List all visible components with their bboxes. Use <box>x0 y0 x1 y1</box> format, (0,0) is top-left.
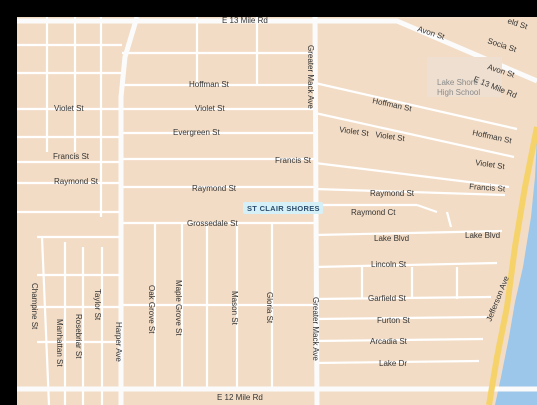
label-grossedale: Grossedale St <box>187 219 238 228</box>
label-lake-blvd-1: Lake Blvd <box>374 234 409 243</box>
school-grounds <box>427 57 502 97</box>
label-raymond-c: Raymond St <box>192 184 237 193</box>
label-e12mile: E 12 Mile Rd <box>217 393 263 402</box>
label-raymond-e: Raymond St <box>370 189 415 198</box>
label-rosebriar: Rosebriar St <box>74 314 83 359</box>
street-labels-horizontal: E 13 Mile Rd E 12 Mile Rd Hoffman St Hof… <box>53 17 529 402</box>
label-maple-grove: Maple Grove St <box>174 280 183 336</box>
label-champine: Champine St <box>30 283 39 330</box>
label-garfield: Garfield St <box>368 294 407 303</box>
lake-water <box>495 137 537 405</box>
label-greater-mack-s: Greater Mack Ave <box>311 297 320 361</box>
city-label-badge <box>243 202 323 214</box>
map-view[interactable]: E 13 Mile Rd E 12 Mile Rd Hoffman St Hof… <box>17 17 537 405</box>
label-school-line2: High School <box>437 88 480 97</box>
minor-roads <box>17 17 518 405</box>
label-francis-e: Francis St <box>469 182 506 194</box>
label-evergreen: Evergreen St <box>173 128 220 137</box>
label-violet-e3: Violet St <box>475 158 506 171</box>
label-raymond-w: Raymond St <box>54 177 99 186</box>
label-school-line1: Lake Shore <box>437 78 478 87</box>
label-greater-mack-n: Greater Mack Ave <box>306 45 315 109</box>
label-arcadia: Arcadia St <box>370 337 408 346</box>
label-harper: Harper Ave <box>114 322 123 362</box>
label-taylor: Taylor St <box>93 289 102 321</box>
label-francis-w: Francis St <box>53 152 90 161</box>
label-hoffman-w: Hoffman St <box>189 80 230 89</box>
label-mason: Mason St <box>230 291 239 326</box>
label-oak-grove: Oak Grove St <box>147 285 156 334</box>
jefferson-ave-road <box>486 126 537 405</box>
label-manhattan: Manhattan St <box>55 319 64 367</box>
label-francis-c: Francis St <box>275 156 312 165</box>
map-canvas[interactable]: E 13 Mile Rd E 12 Mile Rd Hoffman St Hof… <box>17 17 537 405</box>
label-gloria: Gloria St <box>265 292 274 324</box>
label-lake-dr: Lake Dr <box>379 359 407 368</box>
label-raymond-ct: Raymond Ct <box>351 208 396 217</box>
label-violet-w: Violet St <box>54 104 84 113</box>
label-lake-blvd-2: Lake Blvd <box>465 231 500 240</box>
label-e13mile: E 13 Mile Rd <box>222 17 268 25</box>
label-furton: Furton St <box>377 316 411 325</box>
label-violet-c: Violet St <box>195 104 225 113</box>
label-violet-e2: Violet St <box>375 130 406 143</box>
label-violet-e1: Violet St <box>339 125 370 138</box>
label-lincoln: Lincoln St <box>371 260 407 269</box>
city-label: ST CLAIR SHORES <box>247 204 320 213</box>
